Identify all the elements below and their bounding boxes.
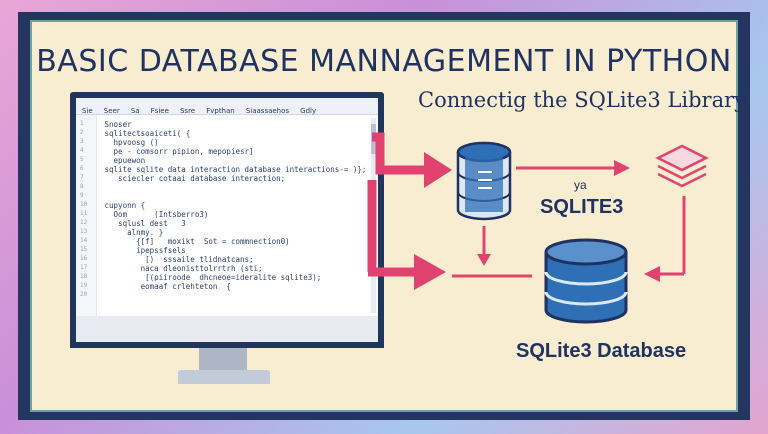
code-line: epuewon xyxy=(100,156,146,165)
menu-item[interactable]: Ssre xyxy=(179,107,196,115)
arrow-to-small-db xyxy=(372,132,452,188)
line-number: 8 xyxy=(80,183,84,190)
code-line: Oom (Intsberro3) xyxy=(100,210,209,219)
monitor-neck xyxy=(199,348,247,370)
menu-item[interactable]: Fsiee xyxy=(150,107,169,115)
layers-icon xyxy=(655,144,709,188)
line-number: 4 xyxy=(80,147,84,154)
line-number: 18 xyxy=(80,273,88,280)
code-line: Snoser xyxy=(100,120,132,129)
code-line: hpvoosg () xyxy=(100,138,159,147)
line-number: 17 xyxy=(80,264,88,271)
code-line: naca dleonisttolrrtrh (sti; xyxy=(100,264,263,273)
code-line: pe - comsorr pipion, mepopiesr] xyxy=(100,147,254,156)
line-number: 13 xyxy=(80,228,88,235)
line-number: 5 xyxy=(80,156,84,163)
code-line: [(piiroode dhcneoe=ideralite sqlite3); xyxy=(100,273,322,282)
arrow-small-db-down xyxy=(477,226,491,266)
line-number: 10 xyxy=(80,201,88,208)
monitor-stand xyxy=(178,370,270,384)
code-line: sqlitectsoaiceti( { xyxy=(100,129,191,138)
code-line: sciecler cotaai database interaction; xyxy=(100,174,286,183)
monitor-chin xyxy=(70,316,384,348)
line-number: 6 xyxy=(80,165,84,172)
line-number: 14 xyxy=(80,237,88,244)
line-number: 12 xyxy=(80,219,88,226)
code-line: alnmy. } xyxy=(100,228,164,237)
menu-item[interactable]: Sie xyxy=(82,107,93,115)
page-title: BASIC DATABASE MANNAGEMENT IN PYTHON xyxy=(36,44,732,79)
editor-menubar: Sie Seer Sa Fsiee Ssre Fvpthan Siaassaeh… xyxy=(76,98,378,115)
menu-item[interactable]: Gdly xyxy=(300,107,317,115)
line-number: 16 xyxy=(80,255,88,262)
arrow-layers-to-large-db xyxy=(644,196,686,282)
line-number: 15 xyxy=(80,246,88,253)
code-line: eomaaf crlehteton { xyxy=(100,282,231,291)
small-database-icon xyxy=(456,141,512,221)
code-line: sqlite sqlite data interaction database … xyxy=(100,165,367,174)
arrow-to-large-db xyxy=(367,180,446,290)
menu-item[interactable]: Fvpthan xyxy=(206,107,235,115)
line-number: 7 xyxy=(80,174,84,181)
database-label: SQLite3 Database xyxy=(516,340,687,362)
code-line: {[f] moxikt Sot = commnection0) xyxy=(100,237,290,246)
line-number: 20 xyxy=(80,291,88,298)
code-area[interactable]: Snoser sqlitectsoaiceti( { hpvoosg () pe… xyxy=(100,120,372,291)
line-number: 19 xyxy=(80,282,88,289)
page-subtitle: Connectig the SQLite3 Library xyxy=(418,88,747,112)
code-line: ipepssfsels xyxy=(100,246,186,255)
code-line: [) sssaile tlidnatcans; xyxy=(100,255,254,264)
menu-item[interactable]: Seer xyxy=(103,107,120,115)
menu-item[interactable]: Sa xyxy=(130,107,140,115)
line-number: 11 xyxy=(80,210,88,217)
arrow-to-layers xyxy=(516,160,630,176)
code-line: cupyonn { xyxy=(100,201,146,210)
sqlite3-label: SQLITE3 xyxy=(540,196,624,218)
code-line: sqlusl dest 3 xyxy=(100,219,186,228)
line-number: 9 xyxy=(80,192,84,199)
line-number: 2 xyxy=(80,129,84,136)
ya-label: ya xyxy=(574,178,587,192)
line-number: 1 xyxy=(80,120,84,127)
large-database-icon xyxy=(544,238,628,324)
line-number-gutter: 1 2 3 4 5 6 7 8 9 10 11 12 13 14 15 16 1… xyxy=(76,115,97,316)
menu-item[interactable]: Siaassaehos xyxy=(245,107,290,115)
line-number: 3 xyxy=(80,138,84,145)
code-editor-screen: Sie Seer Sa Fsiee Ssre Fvpthan Siaassaeh… xyxy=(76,98,378,316)
